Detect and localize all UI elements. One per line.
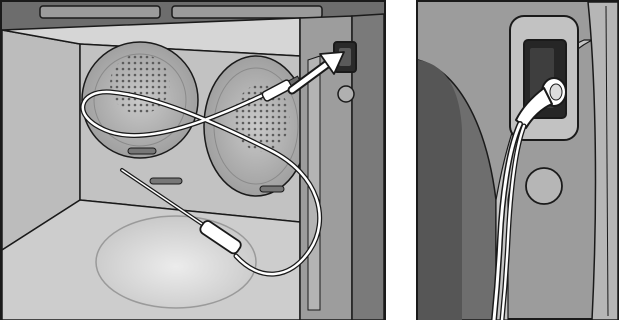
light-button — [526, 168, 562, 204]
oven-interior-drawing — [0, 0, 386, 320]
light-button — [338, 86, 354, 102]
oven-interior-illustration — [0, 0, 386, 320]
rack-slot — [260, 186, 284, 192]
rack-slot — [150, 178, 182, 184]
floor-element — [96, 216, 256, 308]
probe-jack-closeup — [416, 0, 619, 320]
rack-slot — [128, 148, 156, 154]
top-vent-right — [172, 6, 322, 18]
closeup-drawing — [416, 0, 619, 320]
top-vent-left — [40, 6, 160, 18]
